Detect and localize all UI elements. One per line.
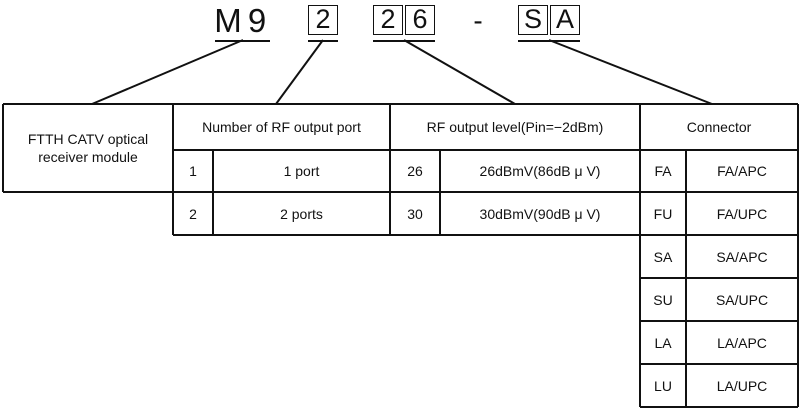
leader-line-ports [275, 39, 324, 105]
header-module: FTTH CATV optical receiver module [27, 131, 149, 165]
leader-line-level [403, 39, 516, 105]
code-box-connector-2: A [550, 5, 580, 35]
connector-code: FU [653, 205, 673, 222]
connector-desc: SA/APC [716, 248, 768, 265]
connector-desc: FA/UPC [716, 205, 768, 222]
header-ports: Number of RF output port [202, 119, 361, 135]
code-box-level-2: 6 [405, 5, 435, 35]
level-desc: 30dBmV(90dB μ V) [479, 205, 601, 222]
port-code: 2 [189, 205, 197, 222]
leader-line-module [91, 39, 244, 105]
connector-code: FA [654, 163, 672, 179]
connector-code: LA [654, 334, 672, 351]
code-prefix-m: M [214, 2, 242, 39]
port-desc: 2 ports [280, 205, 323, 222]
connector-code: LU [654, 377, 672, 394]
header-level: RF output level(Pin=−2dBm) [426, 119, 604, 135]
connector-desc: FA/APC [717, 163, 767, 179]
level-desc: 26dBmV(86dB μ V) [479, 163, 601, 179]
code-box-level-1: 2 [373, 5, 403, 35]
connector-code: SA [653, 248, 673, 265]
connector-desc: SA/UPC [715, 291, 769, 308]
connector-desc: LA/APC [717, 334, 767, 351]
code-box-ports: 2 [308, 5, 338, 35]
port-code: 1 [189, 163, 197, 179]
table-grid [2, 103, 799, 408]
code-box-connector-1: S [518, 5, 548, 35]
connector-desc: LA/UPC [716, 377, 768, 394]
connector-code: SU [653, 291, 673, 308]
level-code: 26 [407, 163, 423, 179]
leader-line-connector [548, 39, 713, 105]
port-desc: 1 port [283, 163, 320, 179]
level-code: 30 [407, 205, 423, 222]
header-connector: Connector [686, 119, 752, 135]
code-prefix-9: 9 [247, 2, 267, 39]
code-dash: - [473, 5, 483, 36]
